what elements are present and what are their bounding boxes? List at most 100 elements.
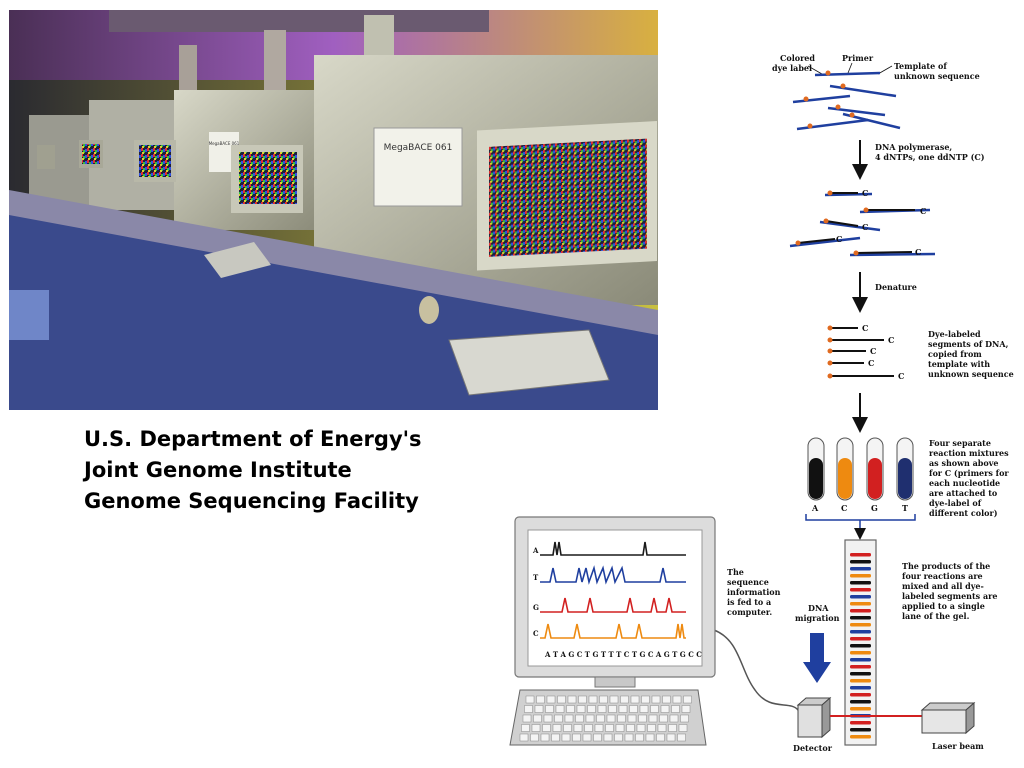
keyboard	[509, 689, 707, 746]
keyboard-key	[668, 724, 677, 732]
keyboard-key	[587, 705, 596, 713]
gel-band	[850, 686, 871, 690]
keyboard-key	[651, 695, 661, 704]
laser-beam-label: Laser beam	[932, 741, 984, 751]
keyboard-key	[572, 733, 581, 742]
keyboard-key	[543, 714, 553, 723]
keyboard-key	[519, 733, 529, 742]
keyboard-key	[657, 724, 667, 732]
keyboard-key	[650, 705, 659, 713]
sequence-info-label: information	[727, 587, 781, 597]
trace-label: A	[532, 546, 539, 555]
four-reactions-label: each nucleotide	[929, 478, 1000, 488]
gel-band	[850, 616, 871, 620]
keyboard-key	[639, 705, 649, 713]
dna-migration-label-2: migration	[795, 613, 840, 623]
gel-band	[850, 602, 871, 606]
polymerase-label-1: DNA polymerase,	[875, 142, 952, 152]
keyboard-key	[669, 714, 679, 723]
tube-label: A	[811, 503, 819, 513]
c-marker: C	[888, 335, 894, 345]
c-marker: C	[862, 323, 868, 333]
keyboard-key	[596, 714, 605, 723]
sanger-sequencing-diagram: Colored dye label Primer Template of unk…	[509, 53, 1014, 753]
keyboard-key	[566, 705, 575, 713]
c-marker: C	[915, 247, 921, 257]
products-label: four reactions are	[902, 571, 983, 581]
gel-band	[850, 693, 871, 697]
products-label: lane of the gel.	[902, 611, 970, 621]
c-marker: C	[862, 222, 868, 232]
segments-label: template with	[928, 359, 990, 369]
polymerase-label-2: 4 dNTPs, one ddNTP (C)	[875, 152, 985, 162]
keyboard-key	[536, 695, 545, 704]
keyboard-key	[576, 705, 586, 713]
keyboard-key	[677, 733, 686, 742]
keyboard-key	[617, 714, 626, 723]
c-marker: C	[920, 206, 926, 216]
keyboard-key	[645, 733, 655, 742]
c-marker: C	[870, 346, 876, 356]
keyboard-key	[618, 705, 628, 713]
four-reactions-label: are attached to	[929, 488, 998, 498]
keyboard-key	[681, 705, 691, 713]
keyboard-key	[638, 714, 647, 723]
c-marker: C	[862, 188, 868, 198]
chromatogram	[540, 541, 686, 639]
keyboard-key	[551, 733, 560, 742]
tube-label: C	[841, 503, 847, 513]
keyboard-key	[671, 705, 680, 713]
keyboard-key	[641, 695, 650, 704]
machine-label-small: MegaBACE 061	[209, 141, 240, 146]
keyboard-key	[567, 695, 577, 704]
trace-label: C	[533, 629, 539, 638]
four-reactions-label: dye-label of	[929, 498, 982, 508]
tube-label: G	[871, 503, 878, 513]
keyboard-key	[557, 695, 566, 704]
keyboard-key	[534, 705, 544, 713]
detector-label: Detector	[793, 743, 833, 753]
products-label: mixed and all dye-	[902, 581, 984, 591]
products-label: applied to a single	[902, 601, 985, 611]
c-marker: C	[836, 234, 842, 244]
template-label-1: Template of	[894, 61, 947, 71]
gel-band	[850, 595, 871, 599]
four-reactions-label: Four separate	[929, 438, 991, 448]
tube-label: T	[902, 503, 908, 513]
gel-band	[850, 672, 871, 676]
detector	[796, 696, 832, 739]
keyboard-key	[524, 705, 533, 713]
keyboard-key	[585, 714, 595, 723]
keyboard-key	[624, 733, 634, 742]
trace-label: G	[533, 603, 539, 612]
keyboard-key	[662, 695, 671, 704]
gel-band	[850, 588, 871, 592]
keyboard-key	[672, 695, 682, 704]
colored-dye-label-2: dye label	[772, 63, 812, 73]
gel-band	[850, 735, 871, 739]
keyboard-key	[599, 695, 608, 704]
keyboard-key	[554, 714, 563, 723]
keyboard-key	[660, 705, 670, 713]
keyboard-key	[594, 724, 604, 732]
reaction-tubes	[807, 437, 914, 501]
keyboard-key	[578, 695, 587, 704]
keyboard-key	[605, 724, 614, 732]
gel-band	[850, 553, 871, 557]
gel-band	[850, 644, 871, 648]
keyboard-key	[666, 733, 676, 742]
keyboard-key	[680, 714, 689, 723]
keyboard-key	[573, 724, 583, 732]
keyboard-key	[626, 724, 635, 732]
sequence-info-label: sequence	[727, 577, 769, 587]
segments-label: segments of DNA,	[928, 339, 1009, 349]
caption: U.S. Department of Energy's Joint Genome…	[84, 424, 422, 517]
primer-label: Primer	[842, 53, 874, 63]
gel-band	[850, 728, 871, 732]
four-reactions-label: reaction mixtures	[929, 448, 1009, 458]
keyboard-key	[635, 733, 644, 742]
four-reactions-label: for C (primers for	[929, 468, 1009, 478]
keyboard-key	[630, 695, 640, 704]
segments-label: Dye-labeled	[928, 329, 981, 339]
keyboard-key	[588, 695, 598, 704]
